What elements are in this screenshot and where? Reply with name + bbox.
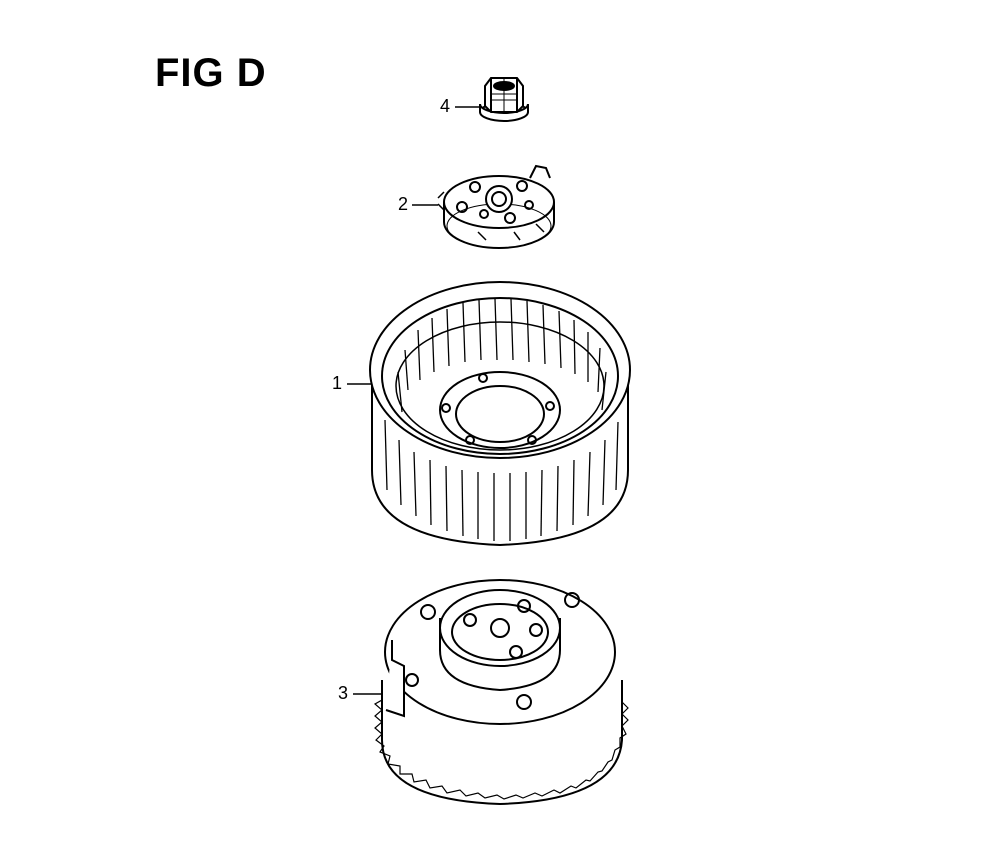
cooling-fan-drawing	[369, 281, 631, 547]
fan-inner-fins	[397, 298, 607, 413]
figure-title: FIG D	[155, 51, 267, 95]
leader-lines	[347, 106, 480, 695]
starter-pulley-drawing	[437, 164, 555, 249]
flywheel-ring-gear	[373, 699, 629, 800]
callout-1: 1	[332, 373, 343, 393]
flange-nut-drawing	[479, 77, 529, 122]
flywheel-drawing	[373, 579, 629, 806]
callout-2: 2	[398, 194, 409, 214]
fan-outer-fins	[384, 419, 619, 541]
callout-4: 4	[440, 96, 451, 116]
callout-3: 3	[338, 683, 349, 703]
